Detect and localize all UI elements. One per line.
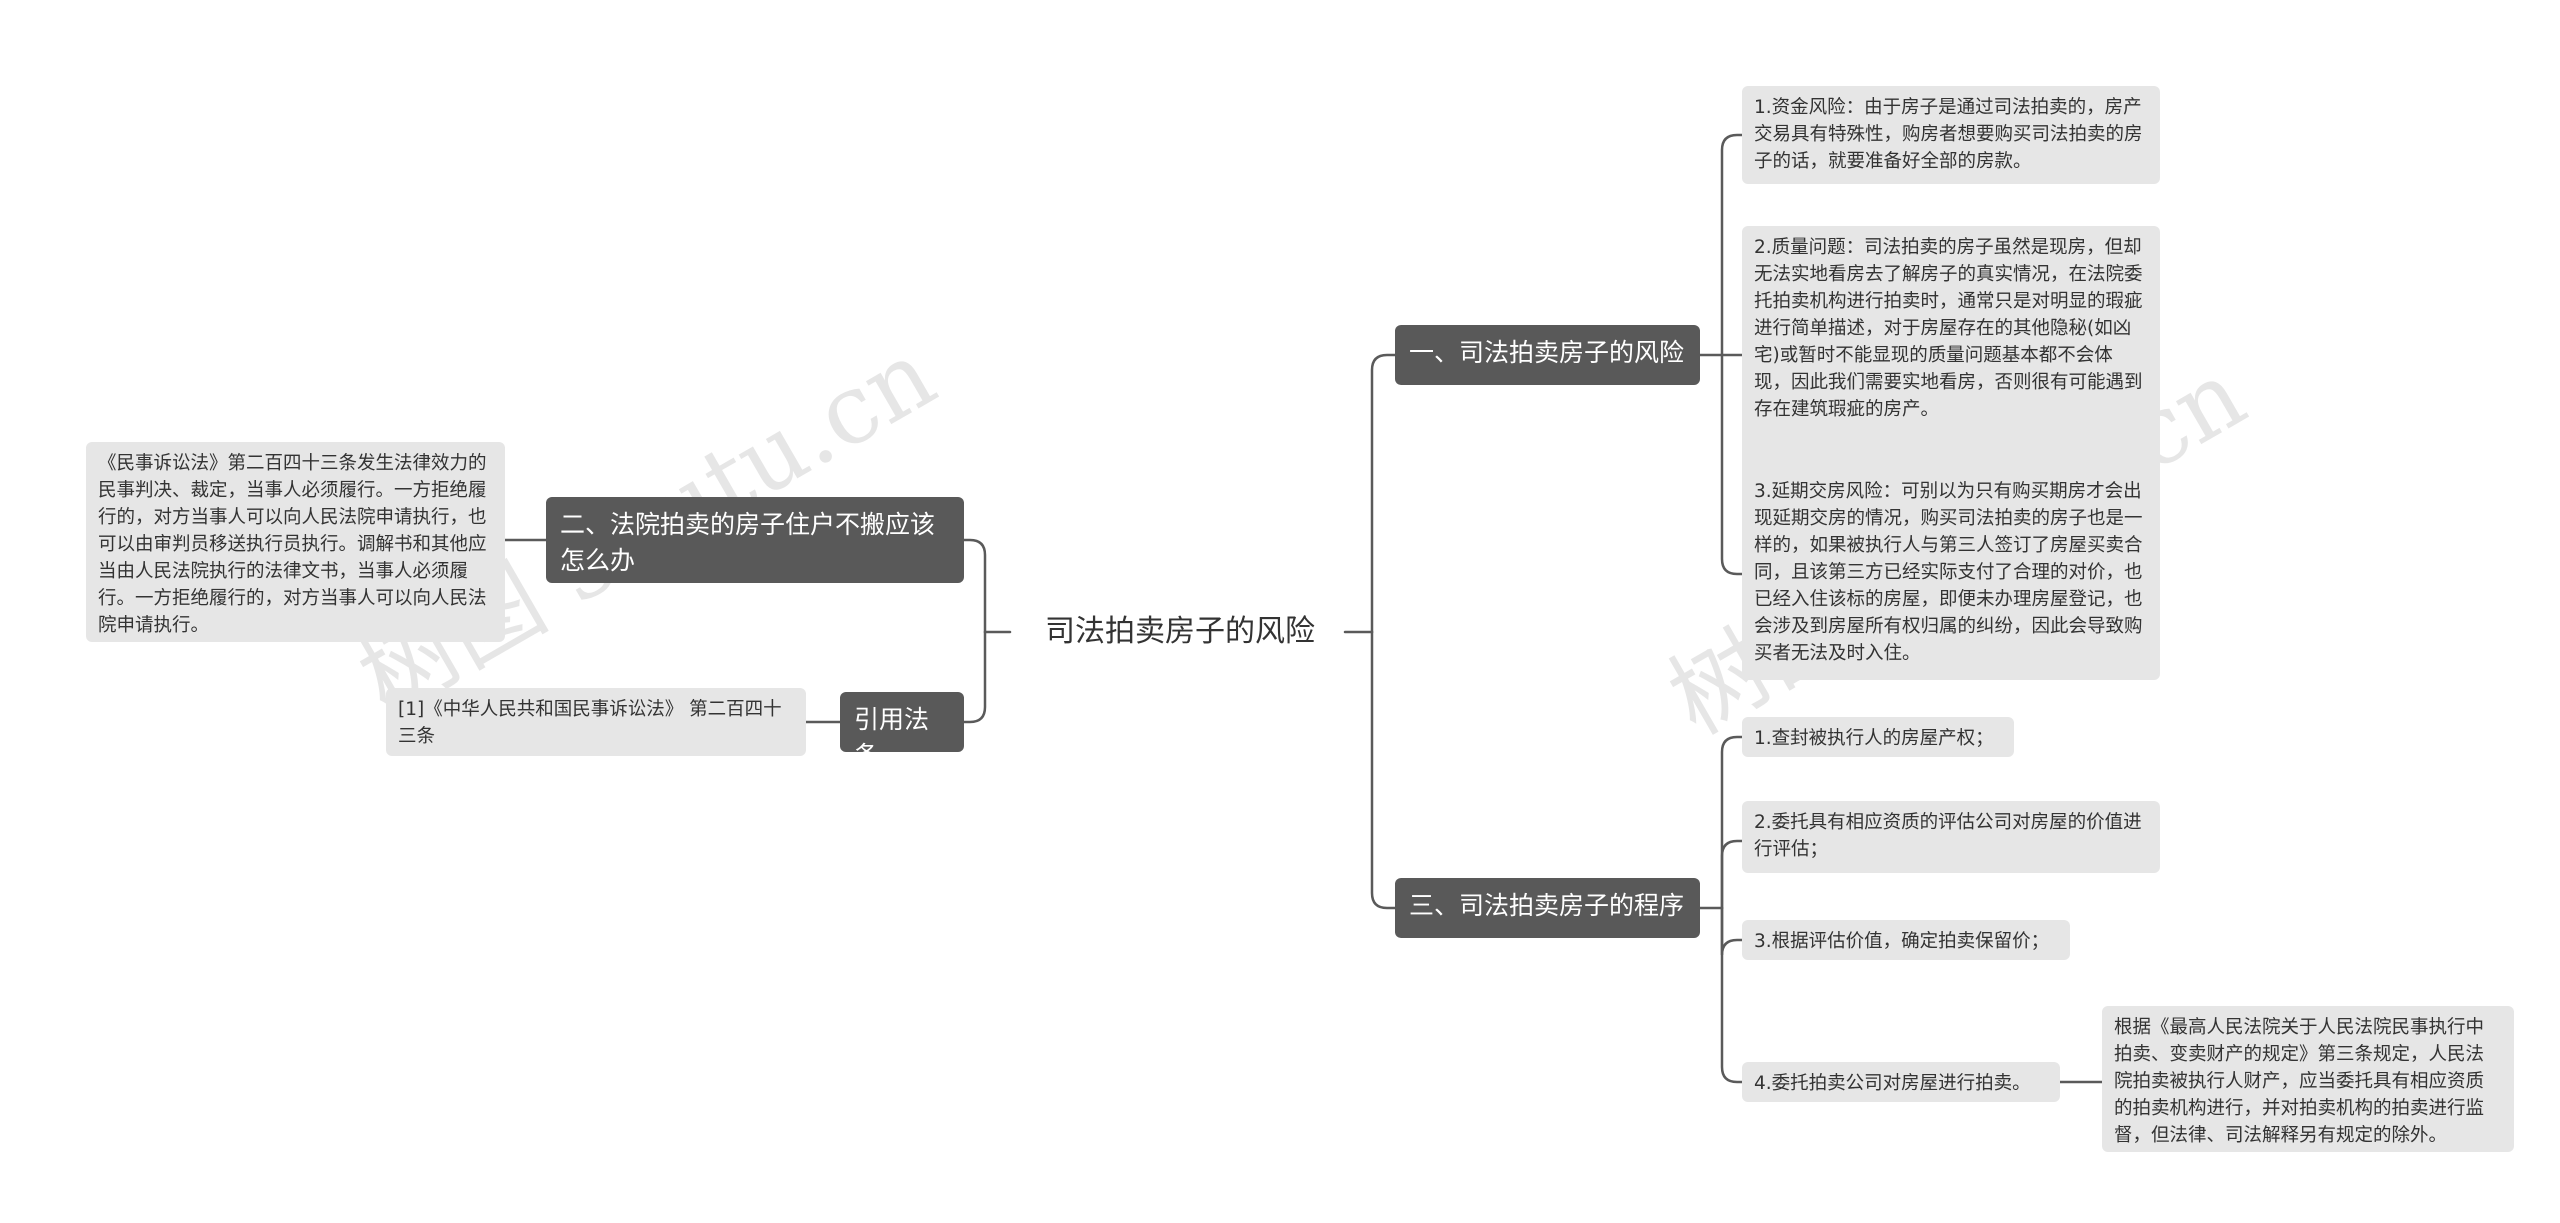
risk-item[interactable]: 2.质量问题：司法拍卖的房子虽然是现房，但却无法实地看房去了解房子的真实情况，在…	[1742, 226, 2160, 486]
procedure-item[interactable]: 4.委托拍卖公司对房屋进行拍卖。	[1742, 1062, 2060, 1102]
connector	[1370, 353, 1397, 634]
law-detail[interactable]: [1]《中华人民共和国民事诉讼法》 第二百四十三条	[386, 688, 806, 756]
procedure-item[interactable]: 2.委托具有相应资质的评估公司对房屋的价值进行评估；	[1742, 801, 2160, 873]
branch-law[interactable]: 引用法条	[840, 692, 964, 770]
procedure-item[interactable]: 1.查封被执行人的房屋产权；	[1742, 717, 2014, 757]
connector	[1720, 133, 1744, 357]
procedure-note[interactable]: 根据《最高人民法院关于人民法院民事执行中拍卖、变卖财产的规定》第三条规定，人民法…	[2102, 1006, 2514, 1152]
branch-risk[interactable]: 一、司法拍卖房子的风险	[1395, 325, 1700, 385]
risk-item[interactable]: 3.延期交房风险：可别以为只有购买期房才会出现延期交房的情况，购买司法拍卖的房子…	[1742, 470, 2160, 680]
procedure-item[interactable]: 3.根据评估价值，确定拍卖保留价；	[1742, 920, 2070, 960]
connector	[1720, 353, 1744, 576]
connector	[1720, 906, 1744, 956]
branch-procedure[interactable]: 三、司法拍卖房子的程序	[1395, 878, 1700, 938]
connector	[962, 538, 987, 634]
tenant-detail[interactable]: 《民事诉讼法》第二百四十三条发生法律效力的民事判决、裁定，当事人必须履行。一方拒…	[86, 442, 505, 642]
risk-item[interactable]: 1.资金风险：由于房子是通过司法拍卖的，房产交易具有特殊性，购房者想要购买司法拍…	[1742, 86, 2160, 184]
connector	[1370, 630, 1397, 910]
connector	[1720, 839, 1744, 910]
connector	[1720, 735, 1744, 910]
branch-tenant[interactable]: 二、法院拍卖的房子住户不搬应该怎么办	[546, 497, 964, 583]
connector	[962, 630, 987, 724]
connector	[1720, 906, 1744, 1084]
central-topic[interactable]: 司法拍卖房子的风险	[1045, 614, 1315, 649]
